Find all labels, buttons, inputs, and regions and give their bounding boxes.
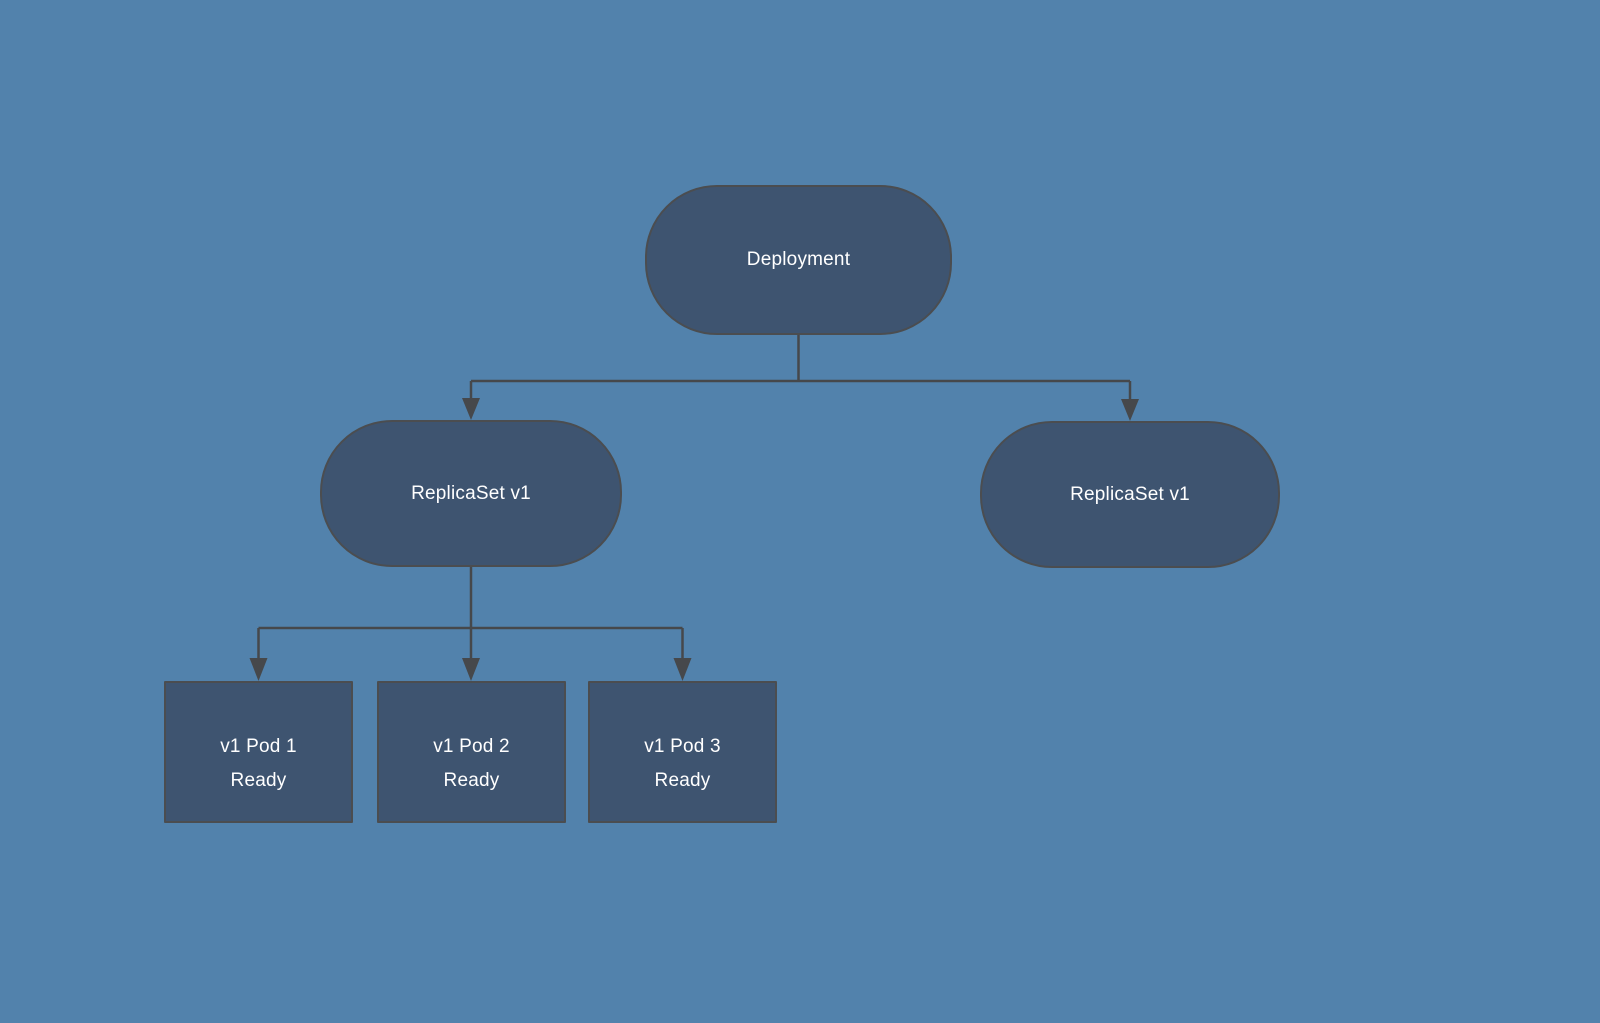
arrowhead-pod3-icon bbox=[673, 658, 692, 681]
pod3-status: Ready bbox=[654, 770, 711, 791]
arrowhead-pod2-icon bbox=[462, 658, 480, 681]
node-replicaset-right[interactable]: ReplicaSet v1 bbox=[980, 421, 1280, 568]
node-deployment-label: Deployment bbox=[746, 249, 851, 270]
node-pod2[interactable]: v1 Pod 2 Ready bbox=[377, 681, 566, 823]
arrowhead-replicaset-right-icon bbox=[1121, 399, 1139, 421]
pod1-text: v1 Pod 1 Ready bbox=[220, 730, 297, 798]
arrowhead-replicaset-left-icon bbox=[462, 398, 480, 420]
node-deployment[interactable]: Deployment bbox=[645, 185, 952, 335]
pod1-status: Ready bbox=[230, 770, 287, 791]
pod3-title: v1 Pod 3 bbox=[644, 736, 721, 757]
node-replicaset-right-label: ReplicaSet v1 bbox=[1070, 483, 1190, 505]
pod2-status: Ready bbox=[443, 770, 500, 791]
pod2-text: v1 Pod 2 Ready bbox=[433, 730, 510, 798]
pod3-text: v1 Pod 3 Ready bbox=[644, 730, 721, 798]
node-pod1[interactable]: v1 Pod 1 Ready bbox=[164, 681, 353, 823]
node-pod3[interactable]: v1 Pod 3 Ready bbox=[588, 681, 777, 823]
pod1-title: v1 Pod 1 bbox=[220, 736, 297, 757]
pod2-title: v1 Pod 2 bbox=[433, 736, 510, 757]
node-replicaset-left[interactable]: ReplicaSet v1 bbox=[320, 420, 622, 567]
arrowhead-pod1-icon bbox=[249, 658, 268, 681]
node-replicaset-left-label: ReplicaSet v1 bbox=[411, 482, 531, 504]
